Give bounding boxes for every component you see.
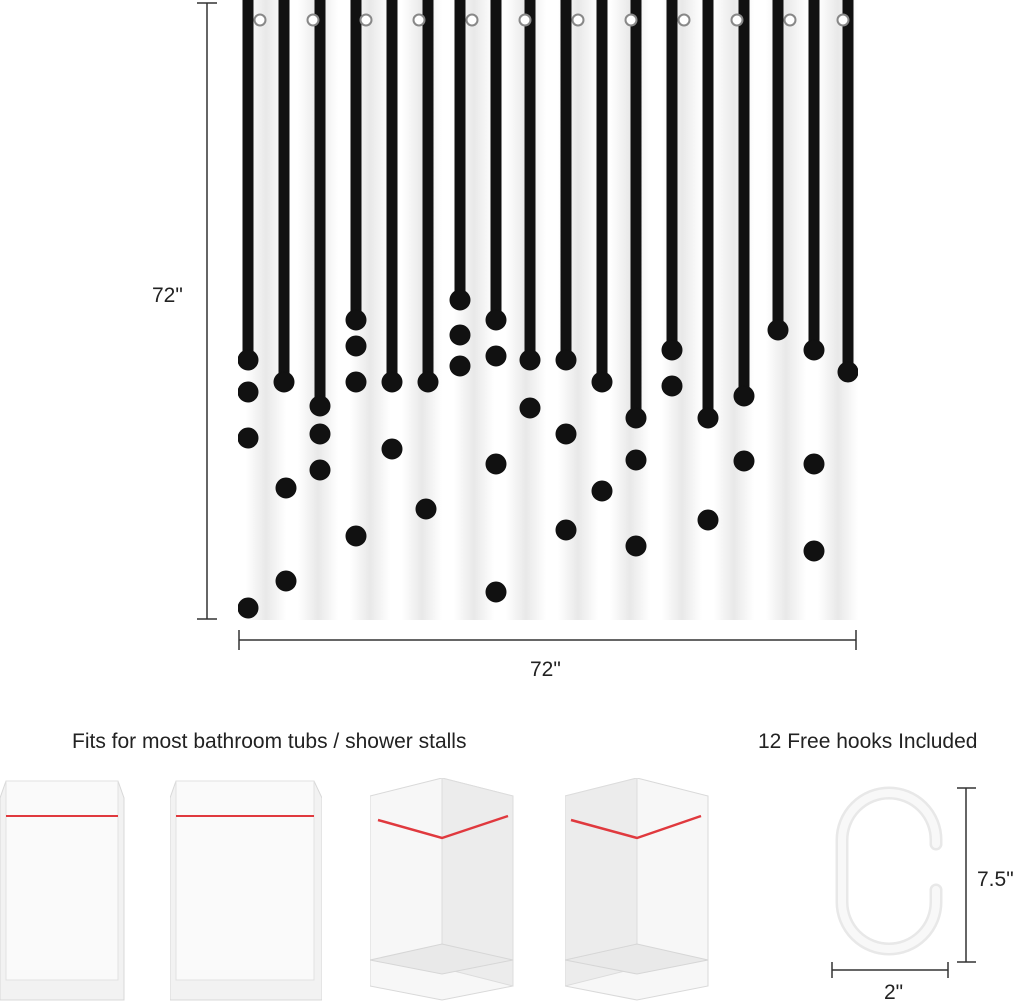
curtain-dot <box>803 540 825 562</box>
curtain-dot <box>661 375 683 397</box>
curtain-fold <box>766 0 806 620</box>
curtain-dot <box>238 597 259 619</box>
curtain-hook-rings <box>253 13 850 27</box>
hooks-heading: 12 Free hooks Included <box>758 730 978 753</box>
curtain-dot <box>238 427 259 449</box>
height-dimension-line <box>197 2 217 620</box>
curtain-stripe-drop <box>485 309 507 331</box>
curtain-stripe-drop <box>238 349 259 371</box>
curtain-stripe <box>524 0 536 361</box>
curtain-stripe <box>772 0 784 331</box>
curtain-stripe-drop <box>345 309 367 331</box>
curtain-dot <box>625 535 647 557</box>
curtain-grommet <box>412 13 426 27</box>
curtain-dot <box>415 498 437 520</box>
hook-ring-illustration <box>831 786 976 978</box>
width-dimension-line <box>238 630 857 650</box>
curtain-stripe <box>738 0 750 397</box>
curtain-stripe-drop <box>767 319 789 341</box>
curtain-grommet <box>624 13 638 27</box>
shower-curtain-illustration <box>238 0 858 620</box>
corner-stall-illustration <box>370 778 514 1001</box>
curtain-stripe <box>314 0 326 407</box>
curtain-dot <box>591 480 613 502</box>
curtain-dot <box>449 355 471 377</box>
curtain-dot <box>309 459 331 481</box>
curtain-stripe-drop <box>309 395 331 417</box>
curtain-dot <box>485 453 507 475</box>
curtain-dot <box>733 450 755 472</box>
curtain-stripe-drop <box>273 371 295 393</box>
curtain-dot <box>238 381 259 403</box>
curtain-stripe-drop <box>697 407 719 429</box>
curtain-dot <box>485 581 507 603</box>
curtain-stripe-drop <box>733 385 755 407</box>
curtain-dot <box>345 335 367 357</box>
curtain-dot <box>555 519 577 541</box>
curtain-stripe <box>422 0 434 383</box>
curtain-stripe <box>350 0 362 321</box>
curtain-dot <box>345 371 367 393</box>
curtain-stripe-drop <box>625 407 647 429</box>
curtain-stripe <box>702 0 714 419</box>
curtain-dot <box>625 449 647 471</box>
curtain-stripe <box>278 0 290 383</box>
curtain-stripe <box>666 0 678 351</box>
curtain-pattern <box>238 0 858 619</box>
curtain-stripe <box>842 0 854 373</box>
curtain-height-label: 72" <box>152 284 183 307</box>
curtain-dot <box>275 570 297 592</box>
curtain-dot <box>275 477 297 499</box>
curtain-grommet <box>677 13 691 27</box>
curtain-grommet <box>253 13 267 27</box>
curtain-fold <box>610 0 650 620</box>
curtain-dot <box>381 438 403 460</box>
curtain-stripe <box>596 0 608 383</box>
curtain-grommet <box>571 13 585 27</box>
curtain-grommet <box>730 13 744 27</box>
curtain-stripe-drop <box>661 339 683 361</box>
curtain-dot <box>697 509 719 531</box>
curtain-stripe <box>560 0 572 361</box>
curtain-grommet <box>359 13 373 27</box>
curtain-stripe <box>454 0 466 301</box>
curtain-stripe <box>630 0 642 419</box>
curtain-stripe-drop <box>591 371 613 393</box>
curtain-stripe-drop <box>449 289 471 311</box>
curtain-stripe-drop <box>519 349 541 371</box>
curtain-stripe <box>490 0 502 321</box>
curtain-grommet <box>783 13 797 27</box>
curtain-dot <box>485 345 507 367</box>
corner-stall-illustration-2 <box>565 778 709 1001</box>
curtain-grommet <box>836 13 850 27</box>
curtain-stripe-drop <box>555 349 577 371</box>
curtain-grommet <box>465 13 479 27</box>
curtain-dot <box>519 397 541 419</box>
hook-height-label: 7.5" <box>977 868 1014 891</box>
curtain-stripe-drop <box>381 371 403 393</box>
curtain-dot <box>555 423 577 445</box>
curtain-grommet <box>306 13 320 27</box>
alcove-tub-illustration <box>0 780 125 1001</box>
curtain-dot <box>449 324 471 346</box>
curtain-stripe <box>242 0 254 361</box>
curtain-width-label: 72" <box>530 658 561 681</box>
curtain-stripe-drop <box>803 339 825 361</box>
curtain-stripe <box>808 0 820 351</box>
hook-width-label: 2" <box>884 981 904 1004</box>
curtain-stripe <box>386 0 398 383</box>
curtain-fold <box>402 0 442 620</box>
curtain-dot <box>345 525 367 547</box>
fit-heading: Fits for most bathroom tubs / shower sta… <box>72 730 467 753</box>
curtain-stripe-drop <box>417 371 439 393</box>
alcove-tub-illustration-2 <box>170 780 322 1001</box>
curtain-dot <box>309 423 331 445</box>
curtain-stripe-drop <box>837 361 858 383</box>
curtain-dot <box>803 453 825 475</box>
curtain-grommet <box>518 13 532 27</box>
